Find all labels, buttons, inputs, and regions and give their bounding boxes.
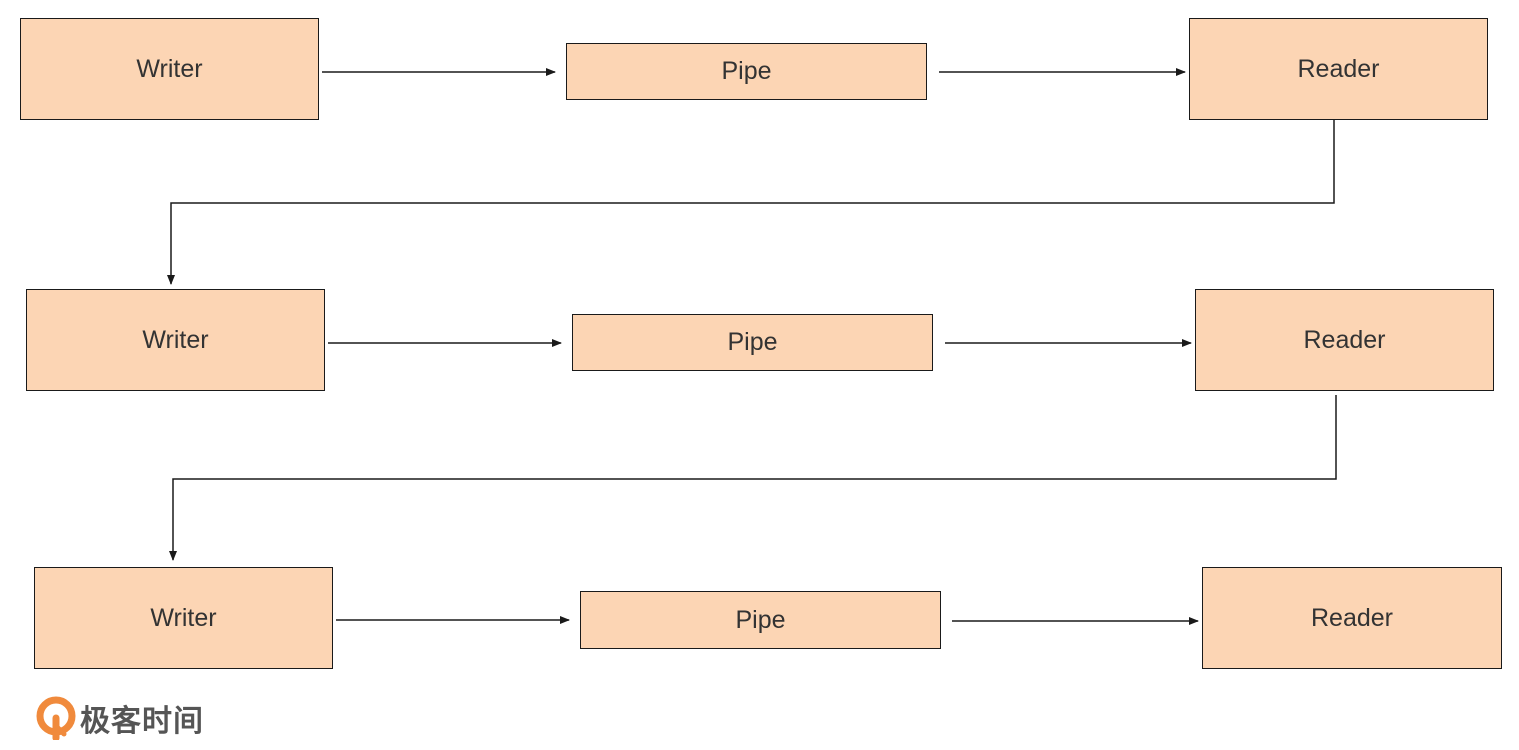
arrow-reader-2-to-writer-3 [169, 395, 1337, 561]
writer-label-2: Writer [142, 325, 209, 354]
pipe-node-3: Pipe [580, 591, 941, 649]
pipe-node-1: Pipe [566, 43, 927, 100]
writer-label-3: Writer [150, 603, 217, 632]
writer-node-3: Writer [34, 567, 333, 669]
pipe-node-2: Pipe [572, 314, 933, 371]
reader-label-2: Reader [1303, 325, 1386, 354]
reader-node-1: Reader [1189, 18, 1488, 120]
reader-label-1: Reader [1297, 54, 1380, 83]
reader-node-3: Reader [1202, 567, 1502, 669]
reader-label-3: Reader [1311, 603, 1393, 632]
pipe-label-1: Pipe [721, 57, 772, 85]
reader-node-2: Reader [1195, 289, 1494, 391]
logo-text: 极客时间 [80, 704, 204, 739]
geektime-logo-icon [36, 696, 76, 740]
pipe-label-2: Pipe [727, 328, 778, 356]
writer-label-1: Writer [136, 54, 203, 83]
writer-node-1: Writer [20, 18, 319, 120]
arrow-reader-1-to-writer-2 [167, 120, 1335, 285]
geektime-logo: 极客时间 [36, 696, 204, 740]
pipe-label-3: Pipe [735, 605, 786, 634]
writer-node-2: Writer [26, 289, 325, 391]
